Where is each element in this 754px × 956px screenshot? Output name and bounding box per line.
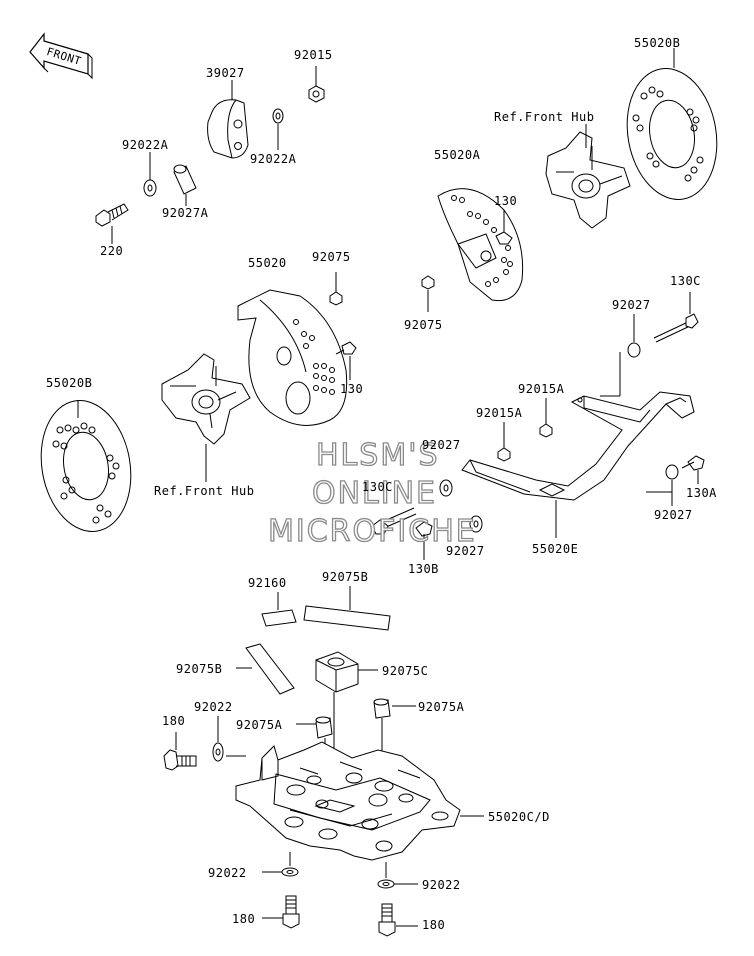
part-92022A-washer-left (143, 179, 157, 197)
brake-disc-left (40, 400, 132, 532)
label-92022-bl: 92022 (208, 866, 247, 880)
label-130-right: 130 (494, 194, 518, 208)
watermark-line-2: ONLINE (311, 476, 438, 511)
label-180-bl: 180 (232, 912, 256, 926)
part-92027-collar-a (627, 342, 641, 358)
label-92075-right: 92075 (404, 318, 443, 332)
part-92075C-block (315, 651, 359, 693)
label-92015A-a: 92015A (518, 382, 565, 396)
label-92075A-left: 92075A (236, 718, 283, 732)
brake-disc-right (626, 68, 718, 200)
part-92022-washer-br (377, 879, 395, 889)
front-hub-right (545, 131, 631, 229)
label-92027-d: 92027 (654, 508, 693, 522)
label-92075B-top: 92075B (322, 570, 369, 584)
label-130B: 130B (408, 562, 439, 576)
label-92075C: 92075C (382, 664, 429, 678)
label-92015-top: 92015 (294, 48, 333, 62)
part-92027-collar-d (469, 515, 483, 533)
label-55020CD: 55020C/D (488, 810, 550, 824)
part-130B-bolt (415, 521, 433, 548)
part-92015A-nut-b (497, 447, 511, 462)
part-92027-collar-b (665, 464, 679, 480)
part-92075B-strip-top (303, 605, 391, 631)
watermark-line-1: HLSM'S (315, 438, 440, 473)
part-92075B-strip-left (245, 643, 295, 695)
label-55020B-right: 55020B (634, 36, 681, 50)
label-130C-right: 130C (670, 274, 701, 288)
label-ref-front-hub-right: Ref.Front Hub (494, 110, 595, 124)
part-92160-plate (261, 609, 297, 627)
label-92027-a: 92027 (612, 298, 651, 312)
label-55020: 55020 (248, 256, 287, 270)
label-92075-mid: 92075 (312, 250, 351, 264)
label-55020E: 55020E (532, 542, 579, 556)
part-55020E-bracket (461, 391, 695, 501)
label-92022-top: 92022 (194, 700, 233, 714)
part-92075-bolt-right (421, 275, 435, 290)
label-92022A-left: 92022A (122, 138, 169, 152)
part-130-bolt-right (495, 231, 513, 245)
label-92075B-left: 92075B (176, 662, 223, 676)
part-92075A-cap-right (373, 698, 391, 719)
label-92022A-right: 92022A (250, 152, 297, 166)
label-39027: 39027 (206, 66, 245, 80)
label-130C-mid: 130C (362, 480, 393, 494)
watermark-line-3: MICROFICHE (267, 514, 477, 549)
part-130C-bolt-right (653, 313, 699, 343)
part-180-bolt-bl (282, 895, 300, 929)
label-92075A-right: 92075A (418, 700, 465, 714)
part-92015A-nut-a (539, 423, 553, 438)
part-92022A-washer-right (272, 108, 284, 124)
label-92015A-b: 92015A (476, 406, 523, 420)
label-180-top: 180 (162, 714, 186, 728)
part-92027A-collar (173, 164, 197, 195)
part-92027-collar-c (439, 479, 453, 497)
part-92022-washer-bl (281, 867, 299, 877)
label-92160: 92160 (248, 576, 287, 590)
label-130-mid: 130 (340, 382, 364, 396)
part-39027-block (207, 99, 249, 159)
part-130C-bolt-mid (371, 507, 417, 535)
part-92075A-cap-left (315, 716, 333, 739)
label-92027A: 92027A (162, 206, 209, 220)
label-92027-b: 92027 (422, 438, 461, 452)
part-92022-washer-top (212, 742, 224, 762)
part-55020CD-skid-plate (235, 741, 461, 861)
part-180-bolt-br (378, 903, 396, 937)
part-130A-bolt (681, 455, 705, 471)
label-55020A: 55020A (434, 148, 481, 162)
part-130-bolt-mid (335, 341, 357, 355)
label-92027-c: 92027 (446, 544, 485, 558)
part-92015-nut (308, 85, 325, 103)
part-220-bolt (95, 203, 129, 227)
label-ref-front-hub-left: Ref.Front Hub (154, 484, 255, 498)
front-hub-left (161, 353, 251, 445)
part-92075-bolt-mid (329, 291, 343, 306)
label-130A: 130A (686, 486, 717, 500)
label-92022-br: 92022 (422, 878, 461, 892)
part-180-bolt-top (163, 749, 197, 771)
part-55020-guard (237, 289, 348, 426)
label-220: 220 (100, 244, 124, 258)
front-arrow-icon (29, 32, 93, 80)
label-180-br: 180 (422, 918, 446, 932)
label-55020B-left: 55020B (46, 376, 93, 390)
